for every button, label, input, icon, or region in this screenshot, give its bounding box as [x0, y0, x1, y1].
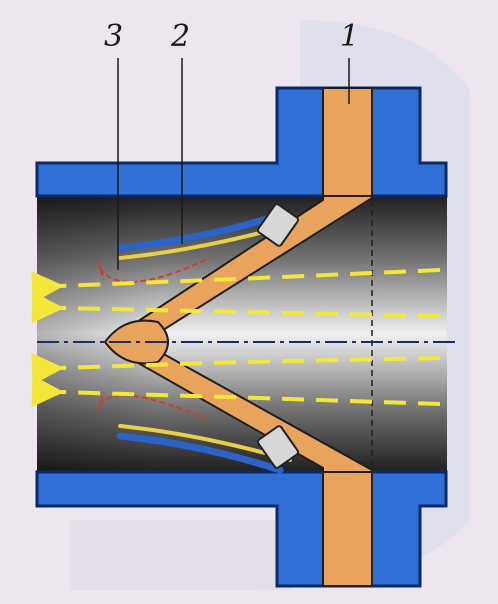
bolt-icon — [256, 425, 300, 469]
flow-arrows — [31, 268, 441, 408]
bolt-icon — [256, 203, 300, 247]
pipe-wall-top — [35, 86, 448, 198]
leader-lines — [117, 58, 350, 270]
arrow-left-icon — [31, 375, 441, 408]
arrow-left-icon — [31, 268, 441, 304]
cone-body — [103, 87, 373, 587]
label-1: 1 — [340, 19, 360, 54]
red-traces — [97, 257, 211, 421]
label-3: 3 — [104, 19, 124, 54]
arrow-left-icon — [31, 291, 441, 324]
arrow-left-icon — [31, 352, 441, 385]
label-2: 2 — [171, 19, 191, 54]
